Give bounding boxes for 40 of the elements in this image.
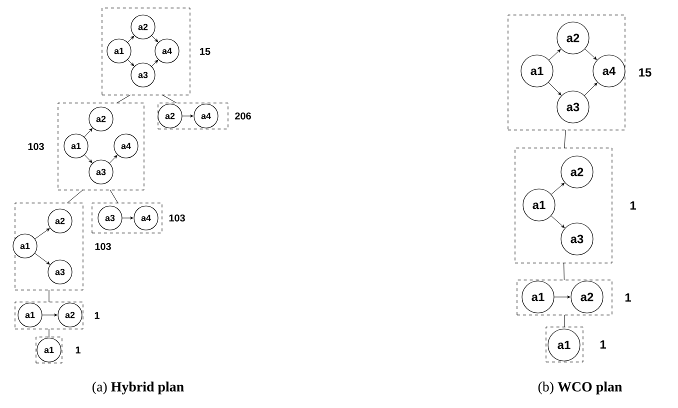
connector-line: [564, 130, 566, 148]
cardinality-label: 15: [200, 48, 210, 55]
arrow: [548, 82, 562, 96]
connector-line: [48, 290, 50, 302]
cardinality-label: 1: [76, 346, 80, 354]
arrow: [584, 48, 597, 60]
arrow: [551, 182, 564, 195]
cardinality-label: 1: [94, 312, 100, 319]
arrow: [84, 154, 92, 163]
caption: (b) WCO plan: [538, 382, 622, 394]
cardinality-label: 1: [600, 340, 606, 349]
arrow: [109, 155, 118, 164]
arrow: [554, 296, 570, 298]
connector-line: [564, 314, 565, 328]
cardinality-label: 103: [169, 214, 185, 222]
arrow: [548, 49, 561, 60]
cardinality-label: 103: [28, 142, 44, 150]
arrow: [550, 216, 565, 228]
arrow: [127, 36, 134, 43]
connector-line: [48, 328, 50, 338]
connector-line: [66, 190, 84, 204]
arrow: [182, 114, 194, 118]
arrow: [127, 59, 134, 66]
arrow: [151, 60, 158, 67]
cardinality-label: 15: [639, 68, 652, 77]
caption: (a) Hybrid plan: [92, 382, 184, 394]
cardinality-label: 103: [95, 242, 111, 250]
arrow: [151, 35, 158, 42]
cardinality-label: 1: [630, 201, 636, 210]
connector-line: [110, 190, 118, 204]
connector-line: [162, 94, 177, 104]
cardinality-label: 206: [235, 112, 251, 120]
connector-line: [116, 94, 130, 104]
arrow: [84, 128, 92, 138]
arrow: [34, 228, 50, 240]
arrow: [584, 82, 598, 96]
cardinality-label: 1: [625, 293, 631, 302]
arrow: [34, 253, 50, 265]
arrow: [42, 314, 58, 316]
arrow: [122, 216, 134, 220]
